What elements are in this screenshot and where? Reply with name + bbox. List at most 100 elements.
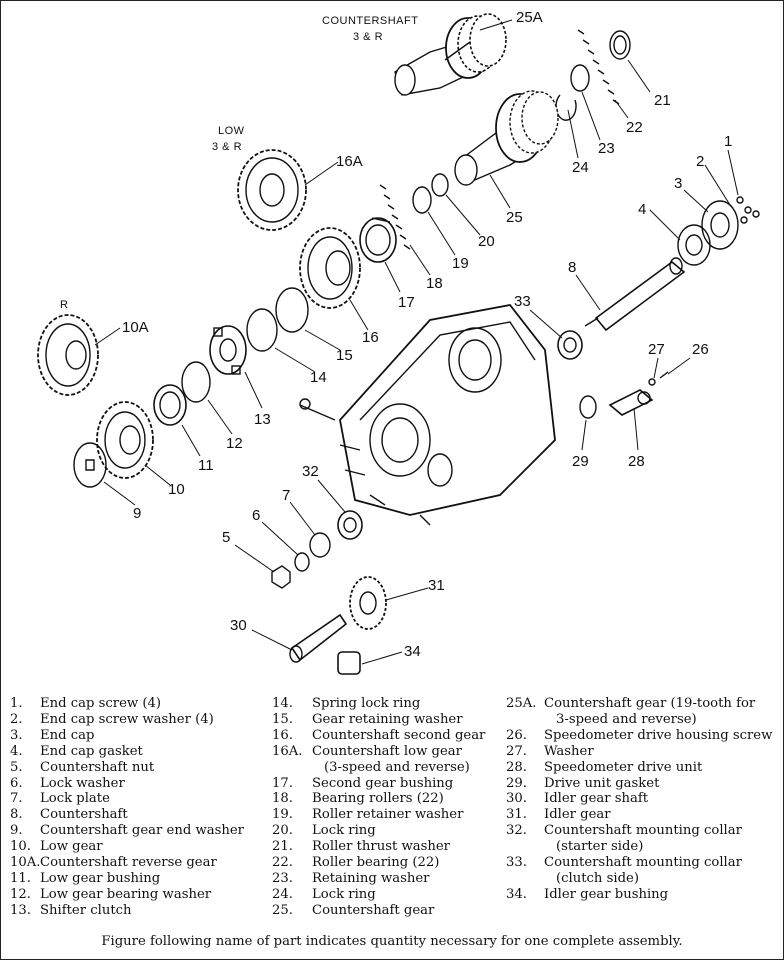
- callout-13: 13: [254, 411, 271, 428]
- legend-num: 8.: [10, 807, 23, 823]
- legend-num: 25A.: [506, 696, 537, 711]
- legend-row: 13.Shifter clutch: [10, 903, 272, 919]
- part-13-clutch: [209, 325, 247, 375]
- legend-num: 1.: [10, 696, 23, 711]
- legend-text: Low gear bushing: [40, 870, 161, 886]
- legend-num: 11.: [10, 870, 31, 886]
- part-25a-gear: [394, 13, 507, 96]
- legend-row: 7.Lock plate: [10, 791, 272, 807]
- callout-16a: 16A: [336, 153, 363, 170]
- legend-num: 17.: [272, 775, 293, 791]
- leader-lines: [94, 19, 739, 665]
- legend-num: 4.: [10, 743, 23, 759]
- callout-20: 20: [478, 233, 495, 250]
- legend-row: 18.Bearing rollers (22): [272, 791, 504, 807]
- part-18-rollers: [379, 184, 411, 250]
- callout-17: 17: [398, 294, 415, 311]
- legend-num: 2.: [10, 711, 23, 727]
- part-9-washer: [73, 442, 107, 488]
- part-16-gear: [299, 227, 361, 309]
- callout-33: 33: [514, 293, 531, 310]
- legend-text: Countershaft gear: [312, 902, 435, 918]
- part-17-bushing: [359, 217, 397, 263]
- legend-row: 25A.Countershaft gear (19-tooth for: [506, 696, 782, 712]
- callout-27: 27: [648, 341, 665, 358]
- legend-num: 14.: [272, 696, 293, 711]
- legend-row: 29. Drive unit gasket: [506, 776, 782, 792]
- legend-num: 3.: [10, 727, 23, 743]
- part-4-gasket: [677, 224, 711, 266]
- legend-text: Countershaft reverse gear: [40, 855, 217, 871]
- legend-num: 27.: [506, 743, 527, 759]
- callout-25a: 25A: [516, 9, 543, 26]
- callout-25: 25: [506, 209, 523, 226]
- legend-row: 14.Spring lock ring: [272, 696, 504, 712]
- legend-text: Countershaft low gear: [312, 743, 462, 759]
- legend-text: Roller retainer washer: [312, 807, 464, 823]
- legend-column-3: 25A.Countershaft gear (19-tooth for 3-sp…: [506, 696, 782, 903]
- legend-num: 31.: [506, 807, 527, 823]
- legend-text: End cap gasket: [40, 743, 143, 759]
- legend-text: Roller bearing (22): [312, 855, 440, 871]
- legend-text: Low gear: [40, 839, 103, 855]
- legend-text: (3-speed and reverse): [324, 759, 470, 775]
- callout-22: 22: [626, 119, 643, 136]
- callout-6: 6: [252, 507, 260, 524]
- legend-num: 6.: [10, 775, 23, 791]
- callout-7: 7: [282, 487, 290, 504]
- legend-text: Retaining washer: [312, 870, 430, 886]
- callout-10: 10: [168, 481, 185, 498]
- legend-row: 3-speed and reverse): [506, 712, 782, 728]
- callout-34: 34: [404, 643, 421, 660]
- part-15-washer: [275, 287, 309, 333]
- legend-row: 5.Countershaft nut: [10, 760, 272, 776]
- legend-num: 26.: [506, 727, 527, 743]
- part-7-lock-plate: [309, 532, 331, 558]
- legend-row: 6.Lock washer: [10, 776, 272, 792]
- legend-num: 5.: [10, 759, 23, 775]
- legend-row: 17. Second gear bushing: [272, 776, 504, 792]
- callout-26: 26: [692, 341, 709, 358]
- legend-row: 21.Roller thrust washer: [272, 839, 504, 855]
- legend-num: 7.: [10, 791, 23, 807]
- legend-row: 20.Lock ring: [272, 823, 504, 839]
- legend-num: [506, 839, 544, 855]
- part-24-lock-ring: [555, 94, 577, 121]
- legend-text: Idler gear: [544, 807, 611, 823]
- legend-column-1: 1. End cap screw (4) 2. End cap screw wash…: [10, 696, 272, 919]
- legend-row: 2. End cap screw washer (4): [10, 712, 272, 728]
- legend-text: (starter side): [556, 839, 644, 855]
- part-5-nut: [271, 565, 291, 589]
- part-23-retaining-washer: [570, 64, 590, 92]
- legend-row: 16A.Countershaft low gear: [272, 744, 504, 760]
- exploded-view-diagram: COUNTERSHAFT 3 & R LOW 3 & R R 25A 21 22…: [37, 9, 760, 675]
- legend-row: (3-speed and reverse): [272, 760, 504, 776]
- part-30-shaft: [289, 613, 348, 663]
- legend-num: 25.: [272, 902, 293, 918]
- callout-10a: 10A: [122, 319, 149, 336]
- part-3-end-cap: [701, 200, 739, 250]
- part-19-washer: [412, 186, 432, 214]
- legend-row: 30.Idler gear shaft: [506, 791, 782, 807]
- legend-text: Countershaft mounting collar: [544, 855, 742, 871]
- legend-text: Drive unit gasket: [544, 775, 660, 791]
- legend-text: Idler gear shaft: [544, 791, 649, 807]
- legend-text: End cap screw washer (4): [40, 711, 214, 727]
- legend-num: 10.: [10, 839, 31, 855]
- legend-text: End cap screw (4): [40, 696, 162, 711]
- legend-text: Second gear bushing: [312, 775, 454, 791]
- callout-32: 32: [302, 463, 319, 480]
- legend-num: 12.: [10, 886, 31, 902]
- part-21-washer: [609, 30, 631, 60]
- legend-num: 34.: [506, 886, 527, 902]
- legend-num: 24.: [272, 886, 293, 902]
- low-caption: LOW: [218, 125, 245, 137]
- callout-15: 15: [336, 347, 353, 364]
- legend-row: 16.Countershaft second gear: [272, 728, 504, 744]
- legend-text: Countershaft second gear: [312, 727, 486, 743]
- legend-num: 29.: [506, 775, 527, 791]
- legend-row: 10. Low gear: [10, 839, 272, 855]
- callout-28: 28: [628, 453, 645, 470]
- legend-row: 19.Roller retainer washer: [272, 807, 504, 823]
- callout-16: 16: [362, 329, 379, 346]
